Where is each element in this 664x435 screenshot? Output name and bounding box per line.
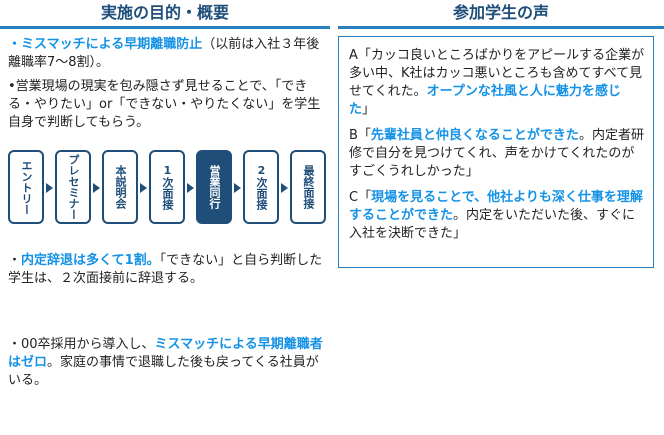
- flow-arrow-icon: [234, 183, 241, 193]
- voice-c-text: 。内定をいただいた後、すぐに入社を決断できた」: [349, 208, 636, 241]
- result-point-2-prefix: ・00卒採用から導入し、: [8, 337, 155, 352]
- purpose-point-1: ・ミスマッチによる早期離職防止（以前は入社３年後離職率7～8割）。: [8, 36, 330, 72]
- flow-step-sales-shadowing: 営業同行: [196, 150, 232, 224]
- result-point-1-bullet: ・: [8, 253, 22, 268]
- voice-a: A「カッコ良いところばかりをアピールする企業が多い中、K社はカッコ悪いところも含…: [349, 47, 645, 119]
- voice-c-highlight: 現場を見ることで、他社よりも深く仕事を理解することができた: [349, 190, 643, 223]
- student-voices-panel: 参加学生の声 A「カッコ良いところばかりをアピールする企業が多い中、K社はカッコ…: [338, 0, 664, 268]
- student-voices-box: A「カッコ良いところばかりをアピールする企業が多い中、K社はカッコ悪いところも含…: [338, 36, 654, 268]
- voice-a-highlight: オープンな社風と人に魅力を感じた: [349, 84, 621, 117]
- voice-b: B「先輩社員と仲良くなることができた。内定者研修で自分を見つけてくれ、声をかけて…: [349, 127, 645, 181]
- result-point-2-text: 。家庭の事情で退職した後も戻ってくる社員がいる。: [8, 355, 319, 388]
- purpose-panel: 実施の目的・概要 ・ミスマッチによる早期離職防止（以前は入社３年後離職率7～8割…: [0, 0, 330, 388]
- flow-step-label: 営業同行: [208, 165, 221, 209]
- flow-step-label: 最終面接: [302, 165, 315, 209]
- flow-step-label: プレセミナー: [67, 154, 80, 220]
- flow-step-label: 1次面接: [161, 164, 174, 210]
- flow-step-entry: エントリー: [8, 150, 44, 224]
- result-point-2-highlight: ミスマッチによる早期離職者はゼロ: [8, 337, 323, 370]
- flow-step-first-interview: 1次面接: [149, 150, 185, 224]
- flow-step-label: 本説明会: [114, 165, 127, 209]
- voice-c: C「現場を見ることで、他社よりも深く仕事を理解することができた。内定をいただいた…: [349, 189, 645, 243]
- purpose-point-1-highlight: ・ミスマッチによる早期離職防止: [8, 37, 203, 52]
- purpose-point-2: •営業現場の現実を包み隠さず見せることで、「できる・やりたい」or「できない・や…: [8, 79, 321, 130]
- purpose-body: ・ミスマッチによる早期離職防止（以前は入社３年後離職率7～8割）。 •営業現場の…: [0, 36, 330, 132]
- purpose-point-1-text: （以前は入社３年後離職率7～8割）。: [8, 37, 320, 70]
- flow-arrow-icon: [93, 183, 100, 193]
- purpose-heading: 実施の目的・概要: [0, 0, 330, 29]
- voice-b-highlight: 先輩社員と仲良くなることができた: [370, 128, 579, 143]
- flow-step-second-interview: 2次面接: [243, 150, 279, 224]
- flow-step-label: エントリー: [20, 159, 33, 215]
- voice-a-end: 」: [362, 102, 376, 117]
- flow-arrow-icon: [140, 183, 147, 193]
- flow-step-label: 2次面接: [255, 164, 268, 210]
- voice-b-prefix: B「: [349, 128, 371, 143]
- result-point-2: ・00卒採用から導入し、ミスマッチによる早期離職者はゼロ。家庭の事情で退職した後…: [8, 336, 324, 390]
- flow-step-final-interview: 最終面接: [290, 150, 326, 224]
- recruitment-flow: エントリー プレセミナー 本説明会 1次面接 営業同行 2次面接 最終面接: [8, 150, 326, 224]
- flow-arrow-icon: [187, 183, 194, 193]
- flow-step-preseminar: プレセミナー: [55, 150, 91, 224]
- flow-arrow-icon: [46, 183, 53, 193]
- student-voices-heading: 参加学生の声: [338, 0, 664, 29]
- flow-arrow-icon: [281, 183, 288, 193]
- voice-b-text: 。内定者研修で自分を見つけてくれ、声をかけてくれたのがすごくうれしかった」: [349, 128, 644, 179]
- result-point-1: ・内定辞退は多くて1割。「できない」と自ら判断した学生は、２次面接前に辞退する。: [8, 252, 324, 288]
- result-point-1-text: 「できない」と自ら判断した学生は、２次面接前に辞退する。: [8, 253, 323, 286]
- voice-c-prefix: C「: [349, 190, 372, 205]
- flow-step-briefing: 本説明会: [102, 150, 138, 224]
- voice-a-text: A「カッコ良いところばかりをアピールする企業が多い中、K社はカッコ悪いところも含…: [349, 48, 645, 99]
- result-point-1-highlight: 内定辞退は多くて1割。: [21, 253, 160, 268]
